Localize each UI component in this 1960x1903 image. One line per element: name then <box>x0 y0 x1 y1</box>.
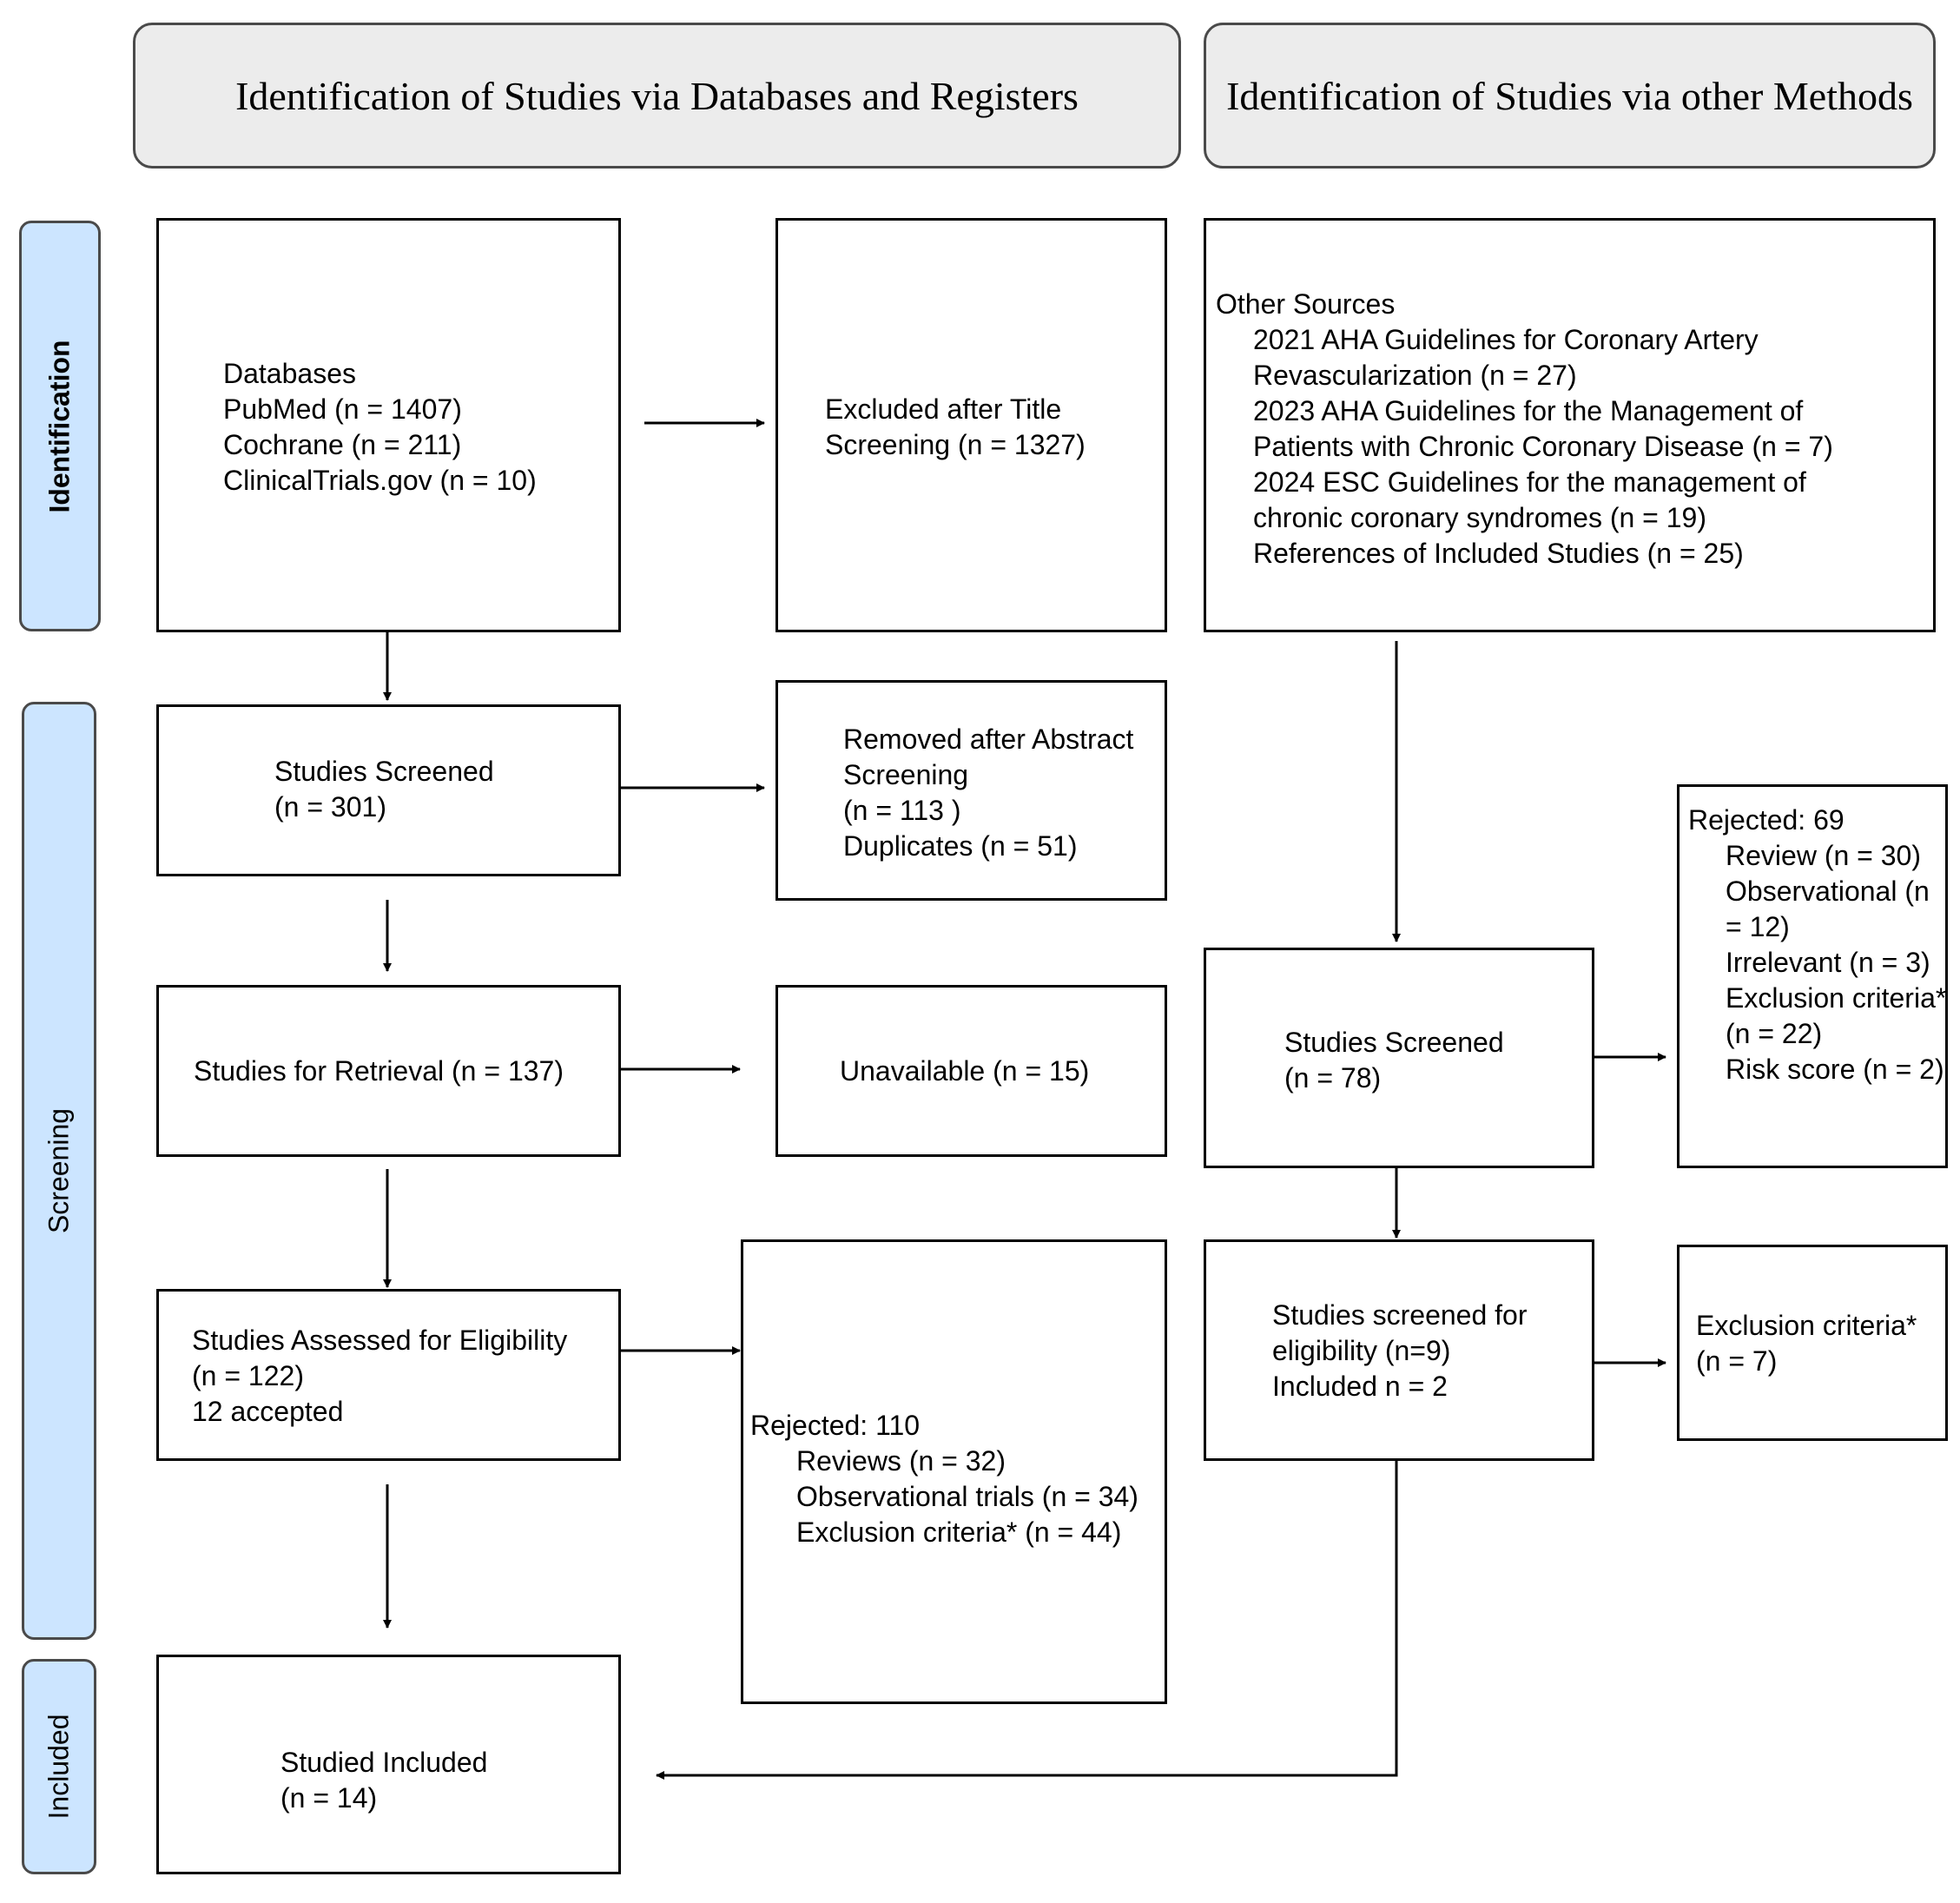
arrow-other-eligibility-to-included <box>656 1461 1398 1780</box>
databases-box: Databases PubMed (n = 1407) Cochrane (n … <box>156 218 621 632</box>
other-eligibility-included: Included n = 2 <box>1272 1371 1448 1402</box>
rejected-other-item: Observational (n = 12) <box>1726 876 1930 942</box>
studies-screened-line2: (n = 301) <box>274 791 386 823</box>
databases-clinicaltrials: ClinicalTrials.gov (n = 10) <box>223 465 537 496</box>
unavailable-box: Unavailable (n = 15) <box>775 985 1167 1157</box>
phase-screening: Screening <box>22 702 96 1640</box>
removed-abstract-line3: (n = 113 ) <box>843 795 961 826</box>
excluded-title-line1: Excluded after Title <box>825 393 1062 425</box>
other-screened-box: Studies Screened (n = 78) <box>1204 948 1594 1168</box>
removed-abstract-box: Removed after Abstract Screening (n = 11… <box>775 680 1167 901</box>
studies-retrieval-label: Studies for Retrieval (n = 137) <box>194 1055 564 1087</box>
other-source-item: 2024 ESC Guidelines for the management o… <box>1253 466 1806 533</box>
other-sources-box: Other Sources 2021 AHA Guidelines for Co… <box>1204 218 1936 632</box>
databases-cochrane: Cochrane (n = 211) <box>223 429 462 460</box>
studies-retrieval-box: Studies for Retrieval (n = 137) <box>156 985 621 1157</box>
exclusion-other-box: Exclusion criteria* (n = 7) <box>1677 1245 1948 1441</box>
rejected-db-item: Reviews (n = 32) <box>796 1445 1006 1477</box>
rejected-other-heading: Rejected: 69 <box>1688 804 1845 836</box>
eligibility-accepted: 12 accepted <box>192 1396 344 1427</box>
other-eligibility-line2: eligibility (n=9) <box>1272 1335 1451 1366</box>
eligibility-box: Studies Assessed for Eligibility (n = 12… <box>156 1289 621 1461</box>
rejected-other-item: Irrelevant (n = 3) <box>1726 947 1930 978</box>
exclusion-other-line2: (n = 7) <box>1696 1345 1778 1377</box>
other-source-item: 2021 AHA Guidelines for Coronary Artery … <box>1253 324 1759 391</box>
rejected-other-box: Rejected: 69 Review (n = 30) Observation… <box>1677 784 1948 1168</box>
studies-included-box: Studied Included (n = 14) <box>156 1655 621 1874</box>
studies-included-line1: Studied Included <box>280 1747 488 1778</box>
phase-included: Included <box>22 1659 96 1874</box>
databases-pubmed: PubMed (n = 1407) <box>223 393 462 425</box>
other-eligibility-box: Studies screened for eligibility (n=9) I… <box>1204 1239 1594 1461</box>
unavailable-label: Unavailable (n = 15) <box>840 1055 1090 1087</box>
rejected-db-box: Rejected: 110 Reviews (n = 32) Observati… <box>741 1239 1167 1704</box>
header-databases-registers: Identification of Studies via Databases … <box>133 23 1181 168</box>
studies-screened-box: Studies Screened (n = 301) <box>156 704 621 876</box>
studies-included-line2: (n = 14) <box>280 1782 378 1814</box>
removed-abstract-duplicates: Duplicates (n = 51) <box>843 830 1078 862</box>
rejected-other-item: Risk score (n = 2) <box>1726 1054 1944 1085</box>
other-source-item: References of Included Studies (n = 25) <box>1253 538 1744 569</box>
rejected-db-item: Observational trials (n = 34) <box>796 1481 1138 1512</box>
other-screened-line1: Studies Screened <box>1284 1027 1504 1058</box>
other-sources-heading: Other Sources <box>1216 288 1396 320</box>
removed-abstract-line2: Screening <box>843 759 969 790</box>
excluded-title-line2: Screening (n = 1327) <box>825 429 1086 460</box>
studies-screened-line1: Studies Screened <box>274 756 494 787</box>
phase-identification: Identification <box>19 221 101 631</box>
excluded-title-box: Excluded after Title Screening (n = 1327… <box>775 218 1167 632</box>
removed-abstract-line1: Removed after Abstract <box>843 724 1134 755</box>
other-eligibility-line1: Studies screened for <box>1272 1299 1528 1331</box>
rejected-other-item: Exclusion criteria* (n = 22) <box>1726 982 1947 1049</box>
rejected-db-item: Exclusion criteria* (n = 44) <box>796 1516 1122 1548</box>
databases-heading: Databases <box>223 358 356 389</box>
header-other-methods: Identification of Studies via other Meth… <box>1204 23 1936 168</box>
eligibility-line1: Studies Assessed for Eligibility <box>192 1325 568 1356</box>
other-screened-line2: (n = 78) <box>1284 1062 1382 1094</box>
rejected-other-item: Review (n = 30) <box>1726 840 1921 871</box>
exclusion-other-line1: Exclusion criteria* <box>1696 1310 1917 1341</box>
rejected-db-heading: Rejected: 110 <box>750 1410 921 1441</box>
eligibility-line2: (n = 122) <box>192 1360 304 1391</box>
other-source-item: 2023 AHA Guidelines for the Management o… <box>1253 395 1833 462</box>
